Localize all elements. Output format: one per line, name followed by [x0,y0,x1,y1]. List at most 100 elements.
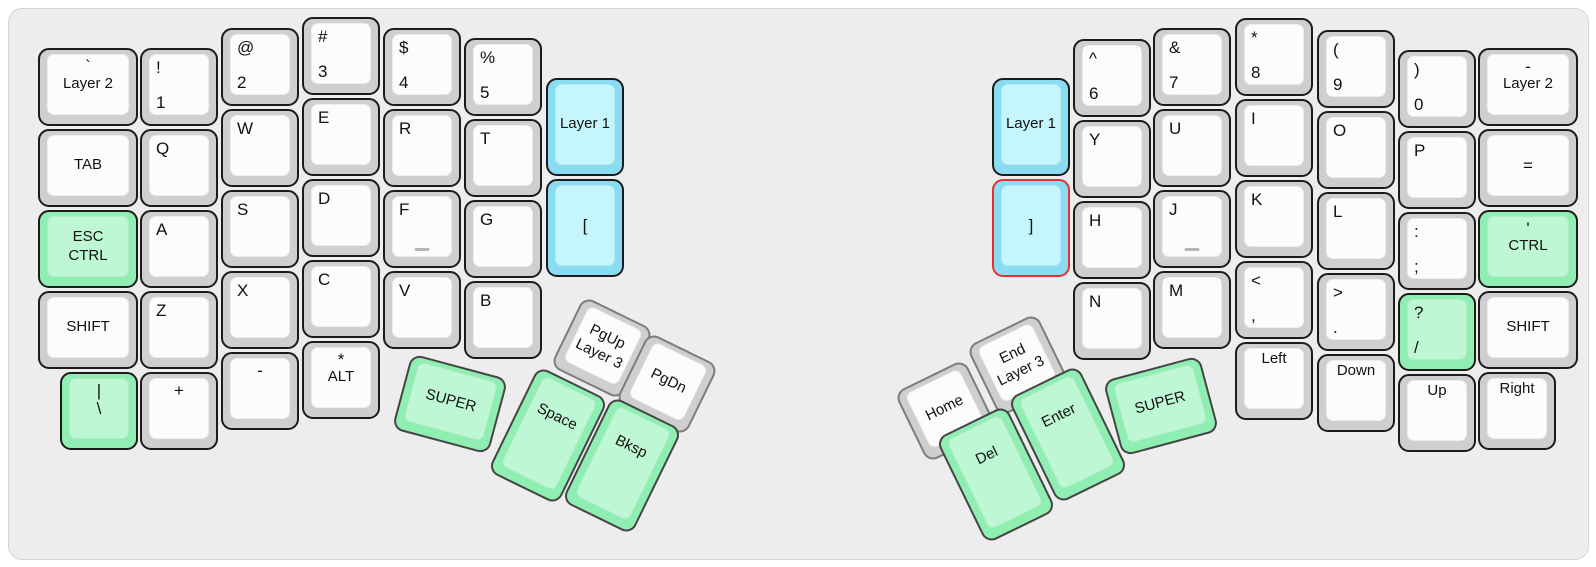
key-b[interactable]: B [464,281,542,359]
key-v[interactable]: V [383,271,461,349]
key-label: TAB [73,156,103,174]
key-label: SUPER [1132,387,1188,418]
key-q[interactable]: Q [140,129,218,207]
key-num5[interactable]: %5 [464,38,542,116]
keycap-top: :; [1407,218,1467,279]
key-period[interactable]: >. [1317,273,1395,351]
key-minus[interactable]: - [221,352,299,430]
key-z[interactable]: Z [140,291,218,369]
key-layer2-left[interactable]: `Layer 2 [38,48,138,126]
key-shift-right[interactable]: SHIFT [1478,291,1578,369]
key-quote-ctrl[interactable]: 'CTRL [1478,210,1578,288]
key-open-bracket[interactable]: [ [546,179,624,277]
key-label: S [237,200,249,219]
key-p[interactable]: P [1398,131,1476,209]
keycap-top: I [1244,105,1304,166]
key-l[interactable]: L [1317,192,1395,270]
key-d[interactable]: D [302,179,380,257]
key-num0[interactable]: )0 [1398,50,1476,128]
key-star-alt[interactable]: *ALT [302,341,380,419]
key-label: E [318,108,330,127]
key-w[interactable]: W [221,109,299,187]
key-m[interactable]: M [1153,271,1231,349]
key-f[interactable]: F [383,190,461,268]
key-question-slash[interactable]: ?/ [1398,293,1476,371]
key-pipe-backslash[interactable]: |\ [60,372,138,450]
key-label: % [480,48,496,67]
key-arrow-up[interactable]: Up [1398,374,1476,452]
key-equals[interactable]: = [1478,129,1578,207]
key-label: [ [582,215,588,235]
key-y[interactable]: Y [1073,120,1151,198]
keycap-top: F [392,196,452,257]
keycap-top: Up [1407,380,1467,441]
key-label: Up [1427,382,1447,399]
key-label: Z [156,301,167,320]
keycap-top: -Layer 2 [1487,54,1569,115]
keycap-top: X [230,277,290,338]
keycap-top: )0 [1407,56,1467,117]
key-semicolon[interactable]: :; [1398,212,1476,290]
key-tab[interactable]: TAB [38,129,138,207]
keycap-top: Right [1487,378,1547,439]
key-num6[interactable]: ^6 [1073,39,1151,117]
key-label: / [1414,337,1419,357]
key-g[interactable]: G [464,200,542,278]
key-close-bracket[interactable]: ] [992,179,1070,277]
key-e[interactable]: E [302,98,380,176]
key-label: < [1251,271,1261,290]
key-o[interactable]: O [1317,111,1395,189]
key-n[interactable]: N [1073,282,1151,360]
key-esc-ctrl[interactable]: ESC CTRL [38,210,138,288]
key-super-right[interactable]: SUPER [1102,355,1220,457]
key-arrow-down[interactable]: Down [1317,354,1395,432]
keycap-top: SHIFT [1487,297,1569,358]
keycap-top: #3 [311,23,371,84]
key-shift-left[interactable]: SHIFT [38,291,138,369]
key-layer1-left[interactable]: Layer 1 [546,78,624,176]
keycap-top: H [1082,207,1142,268]
key-label: P [1414,141,1426,160]
key-h[interactable]: H [1073,201,1151,279]
key-layer1-right[interactable]: Layer 1 [992,78,1070,176]
key-j[interactable]: J [1153,190,1231,268]
keycap-top: *8 [1244,24,1304,85]
key-u[interactable]: U [1153,109,1231,187]
key-num9[interactable]: (9 [1317,30,1395,108]
keycap-top: `Layer 2 [47,54,129,115]
key-arrow-left[interactable]: Left [1235,342,1313,420]
key-num8[interactable]: *8 [1235,18,1313,96]
key-label: L [1333,202,1343,221]
key-r[interactable]: R [383,109,461,187]
key-arrow-right[interactable]: Right [1478,372,1556,450]
key-t[interactable]: T [464,119,542,197]
key-s[interactable]: S [221,190,299,268]
key-c[interactable]: C [302,260,380,338]
keycap-top: E [311,104,371,165]
key-label: ALT [327,368,355,386]
key-i[interactable]: I [1235,99,1313,177]
key-k[interactable]: K [1235,180,1313,258]
key-label: 6 [1089,83,1099,103]
key-label: > [1333,283,1343,302]
key-plus[interactable]: + [140,372,218,450]
key-super-left[interactable]: SUPER [391,353,509,455]
key-label: * [1251,28,1258,47]
key-num4[interactable]: $4 [383,28,461,106]
key-num7[interactable]: &7 [1153,28,1231,106]
key-label: M [1169,281,1184,300]
key-num1[interactable]: !1 [140,48,218,126]
keycap-top: B [473,287,533,348]
key-comma[interactable]: <, [1235,261,1313,339]
key-layer2-right[interactable]: -Layer 2 [1478,48,1578,126]
key-x[interactable]: X [221,271,299,349]
keycap-top: P [1407,137,1467,198]
key-num2[interactable]: @2 [221,28,299,106]
key-label: R [399,119,412,138]
key-num3[interactable]: #3 [302,17,380,95]
keycap-top: T [473,125,533,186]
key-a[interactable]: A [140,210,218,288]
keycap-top: R [392,115,452,176]
keycap-top: Layer 1 [1001,84,1061,165]
